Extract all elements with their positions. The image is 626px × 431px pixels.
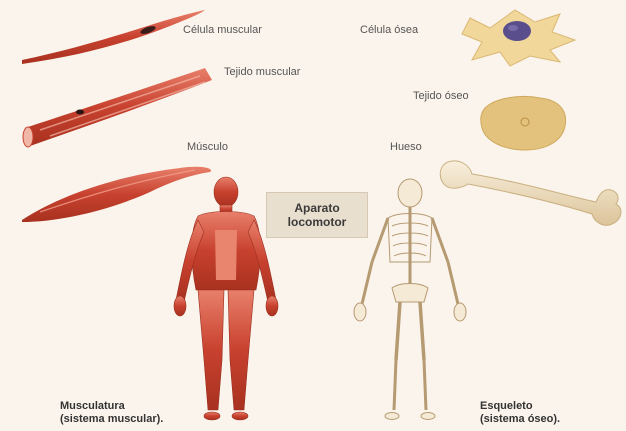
center-label-box: Aparato locomotor — [266, 192, 368, 238]
caption-musculature-subtitle: (sistema muscular). — [60, 413, 163, 425]
label-bone-tissue: Tejido óseo — [413, 90, 469, 102]
caption-skeleton-subtitle: (sistema óseo). — [480, 413, 560, 425]
muscular-body-illustration — [174, 177, 278, 420]
label-bone: Hueso — [390, 141, 422, 153]
center-label-line1: Aparato — [294, 201, 339, 215]
label-muscle-tissue: Tejido muscular — [224, 66, 300, 78]
muscle-illustration — [22, 167, 211, 222]
muscle-cell-illustration — [22, 10, 205, 64]
muscle-tissue-illustration — [23, 68, 212, 147]
caption-musculature-title: Musculatura — [60, 400, 125, 412]
label-muscle: Músculo — [187, 141, 228, 153]
bone-illustration — [440, 161, 621, 225]
caption-skeleton-title: Esqueleto — [480, 400, 533, 412]
label-bone-cell: Célula ósea — [360, 24, 418, 36]
label-muscle-cell: Célula muscular — [183, 24, 262, 36]
skeleton-body-illustration — [354, 179, 466, 420]
bone-cell-illustration — [462, 10, 575, 66]
bone-tissue-illustration — [481, 96, 566, 150]
center-label-line2: locomotor — [288, 215, 347, 229]
